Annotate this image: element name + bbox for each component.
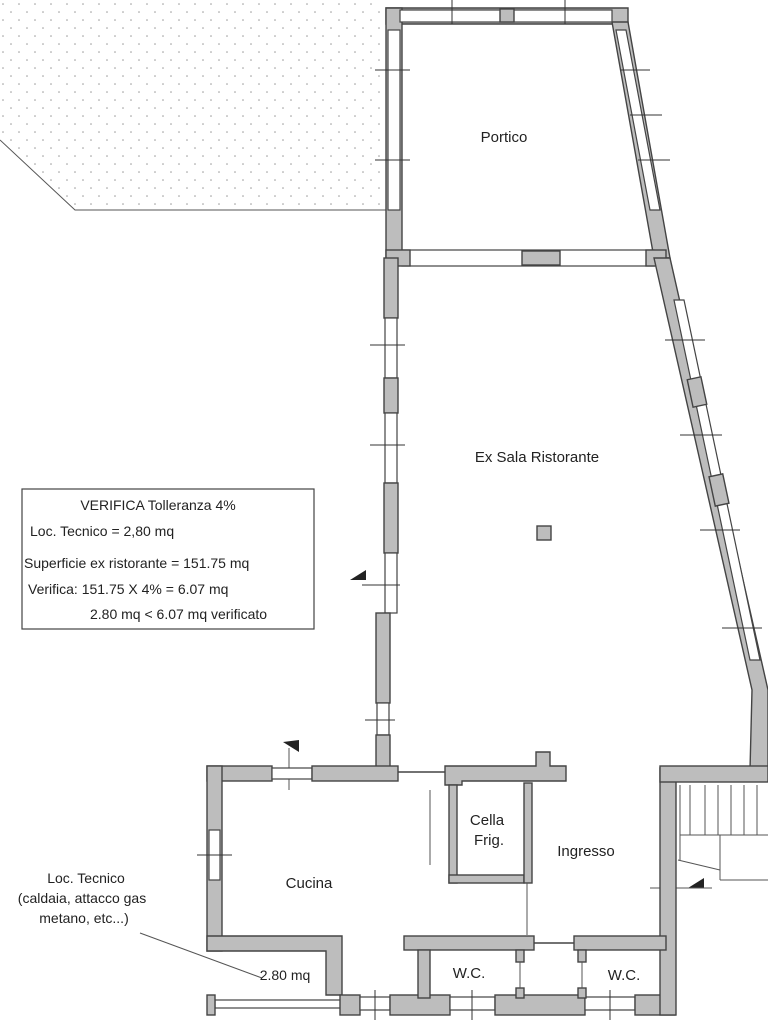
verifica-line-2: Superficie ex ristorante = 151.75 mq xyxy=(24,555,249,571)
callout-leader xyxy=(139,932,263,979)
room-label-portico: Portico xyxy=(481,129,528,146)
lower-block-walls xyxy=(197,751,768,1020)
callout-line-2: (caldaia, attacco gas xyxy=(18,890,146,906)
verifica-line-4: 2.80 mq < 6.07 mq verificato xyxy=(90,606,267,622)
exterior-stairs xyxy=(677,785,768,881)
callout-line-1: Loc. Tecnico xyxy=(47,870,125,886)
room-label-ingresso: Ingresso xyxy=(557,843,615,860)
verifica-title: VERIFICA Tolleranza 4% xyxy=(80,497,235,513)
verifica-box xyxy=(21,488,315,630)
room-label-cucina: Cucina xyxy=(286,875,333,892)
sala-east-wall xyxy=(653,257,768,771)
callout-area-label: 2.80 mq xyxy=(260,967,311,983)
portico-sala-partition xyxy=(385,249,667,267)
callout-line-3: metano, etc...) xyxy=(39,910,128,926)
room-label-cella-1: Cella xyxy=(470,812,505,829)
sala-west-wall xyxy=(362,257,405,781)
ground-boundary xyxy=(0,139,386,211)
room-label-wc-2: W.C. xyxy=(608,967,641,984)
verifica-line-1: Loc. Tecnico = 2,80 mq xyxy=(30,523,174,539)
verifica-line-3: Verifica: 151.75 X 4% = 6.07 mq xyxy=(28,581,228,597)
room-label-wc-1: W.C. xyxy=(453,965,486,982)
room-label-sala: Ex Sala Ristorante xyxy=(475,449,599,466)
column xyxy=(536,525,552,541)
room-label-cella-2: Frig. xyxy=(474,832,504,849)
dotted-ground-area xyxy=(0,0,386,210)
portico-walls xyxy=(375,0,671,259)
